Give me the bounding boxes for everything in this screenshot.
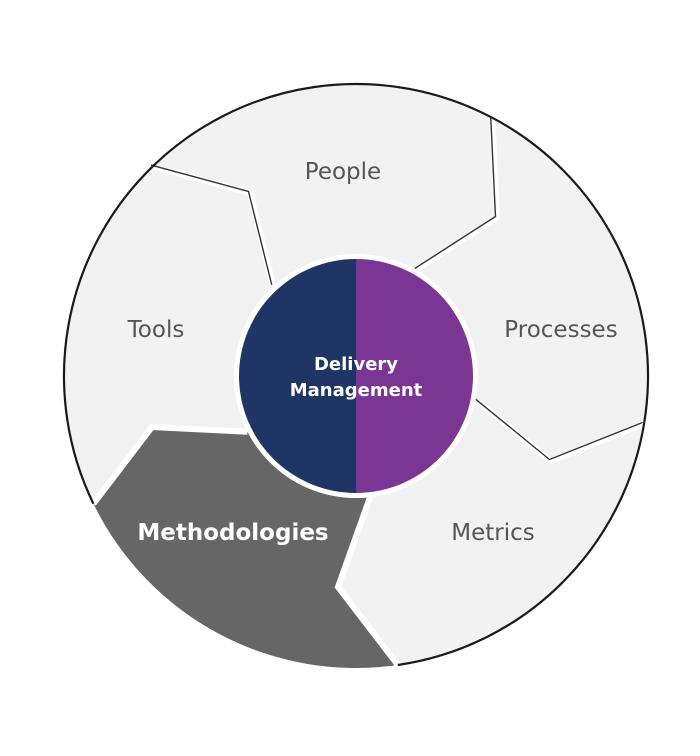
segment-divider-line bbox=[414, 116, 497, 270]
outer-ring-layer bbox=[62, 82, 650, 667]
segment-label-people: People bbox=[305, 159, 381, 185]
segment-divider-gap bbox=[151, 163, 277, 288]
segment-processes bbox=[416, 117, 648, 462]
boundaries-layer bbox=[91, 116, 646, 667]
segment-divider-gap bbox=[91, 423, 248, 506]
segment-divider-gap bbox=[414, 117, 501, 273]
center-hub-left-half bbox=[239, 259, 356, 493]
segment-outer-edge-metrics bbox=[397, 423, 646, 667]
center-label-line2: Management bbox=[290, 380, 423, 401]
segment-divider-gap bbox=[334, 496, 401, 667]
segment-methodologies bbox=[93, 427, 398, 668]
segment-divider-line bbox=[150, 164, 273, 286]
segment-outer-edge-processes bbox=[491, 116, 650, 425]
segment-label-tools: Tools bbox=[127, 317, 185, 343]
segment-people bbox=[152, 84, 497, 287]
center-hub: Delivery Management bbox=[234, 254, 478, 498]
center-hub-right-half bbox=[356, 259, 473, 493]
segment-outer-edge-tools bbox=[62, 165, 154, 505]
segment-metrics bbox=[338, 399, 645, 665]
segment-label-metrics: Metrics bbox=[451, 520, 535, 546]
segment-outer-edge-people bbox=[151, 82, 493, 168]
segment-tools bbox=[64, 166, 274, 504]
segment-divider-line bbox=[473, 397, 643, 461]
segment-label-processes: Processes bbox=[504, 317, 617, 343]
segment-label-methodologies: Methodologies bbox=[137, 520, 328, 546]
segments-layer bbox=[64, 84, 648, 668]
center-label-line1: Delivery bbox=[314, 354, 398, 375]
